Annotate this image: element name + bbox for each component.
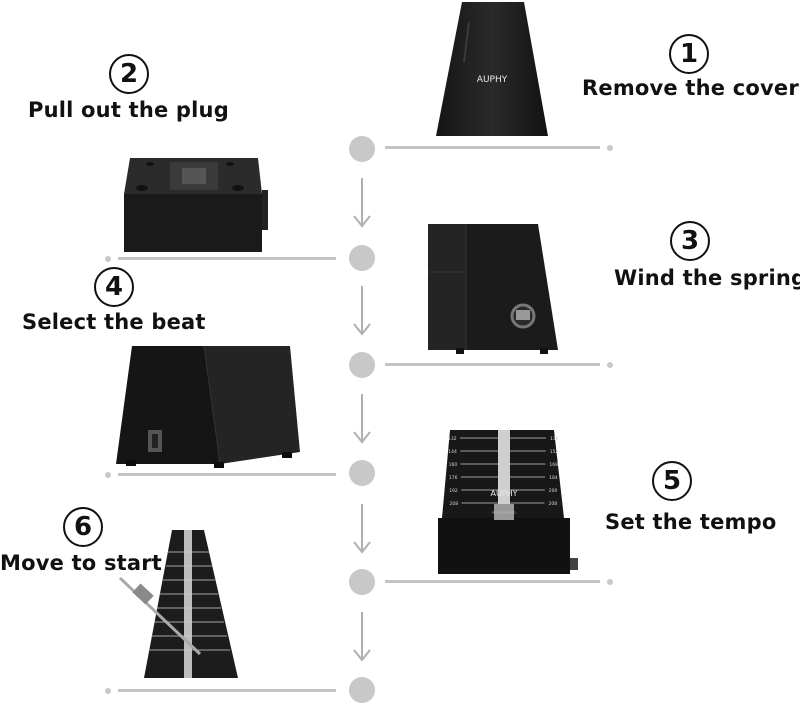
timeline-end-dot-2 [105,256,111,262]
timeline-end-dot-4 [105,472,111,478]
metronome-base-image [124,158,268,252]
tempo-brand-logo: AUPHY [490,489,517,498]
timeline-line-4 [118,473,336,476]
metronome-pendulum-image [118,530,238,678]
step-label-6: Move to start [0,551,163,575]
timeline-dot-5 [349,569,375,595]
arrow-down-icon [353,612,371,662]
timeline-line-2 [118,257,336,260]
timeline-line-6 [118,689,336,692]
metronome-side-key-image [428,224,558,354]
step-number-5: 5 [652,461,692,501]
arrow-down-icon [353,286,371,336]
step-label-2: Pull out the plug [28,98,229,122]
timeline-dot-1 [349,136,375,162]
step-number-4: 4 [94,267,134,307]
arrow-down-icon [353,178,371,228]
timeline-line-3 [385,363,600,366]
tempo-scale-label: 208 [450,501,459,507]
metronome-covered-image: AUPHY [436,2,548,136]
arrow-down-icon [353,394,371,444]
tempo-scale-label-right: 184 [549,475,558,481]
timeline-dot-3 [349,352,375,378]
timeline-dot-2 [349,245,375,271]
metronome-tempo-scale-image: AUPHY PRESTISSIMO 132 138 144 152 160 168 176 1… [438,430,578,574]
arrow-down-icon [353,504,371,554]
timeline-end-dot-5 [607,579,613,585]
tempo-scale-footer: PRESTISSIMO [492,511,516,515]
tempo-scale-label-right: 168 [549,462,558,468]
timeline-dot-6 [349,677,375,703]
timeline-end-dot-6 [105,688,111,694]
step-number-1: 1 [669,34,709,74]
step-label-5: Set the tempo [605,510,777,534]
timeline-line-1 [385,146,600,149]
tempo-scale-label: 144 [448,449,457,455]
timeline-line-5 [385,580,600,583]
tempo-scale-label-right: 138 [550,436,559,442]
brand-logo-1: AUPHY [477,75,508,85]
tempo-scale-label-right: 208 [549,501,558,507]
timeline-end-dot-3 [607,362,613,368]
step-number-6: 6 [63,507,103,547]
step-number-3: 3 [670,221,710,261]
timeline-end-dot-1 [607,145,613,151]
tempo-scale-label-right: 152 [550,449,559,455]
timeline-dot-4 [349,460,375,486]
step-label-4: Select the beat [22,310,206,334]
tempo-scale-label: 160 [449,462,458,468]
step-label-1: Remove the cover [582,76,799,100]
tempo-scale-label-right: 200 [549,488,558,494]
tempo-scale-label: 176 [449,475,458,481]
tempo-scale-label: 132 [448,436,457,442]
metronome-beat-selector-image [116,345,300,468]
step-label-3: Wind the spring [614,266,800,290]
step-number-2: 2 [109,54,149,94]
tempo-scale-label: 192 [449,488,458,494]
